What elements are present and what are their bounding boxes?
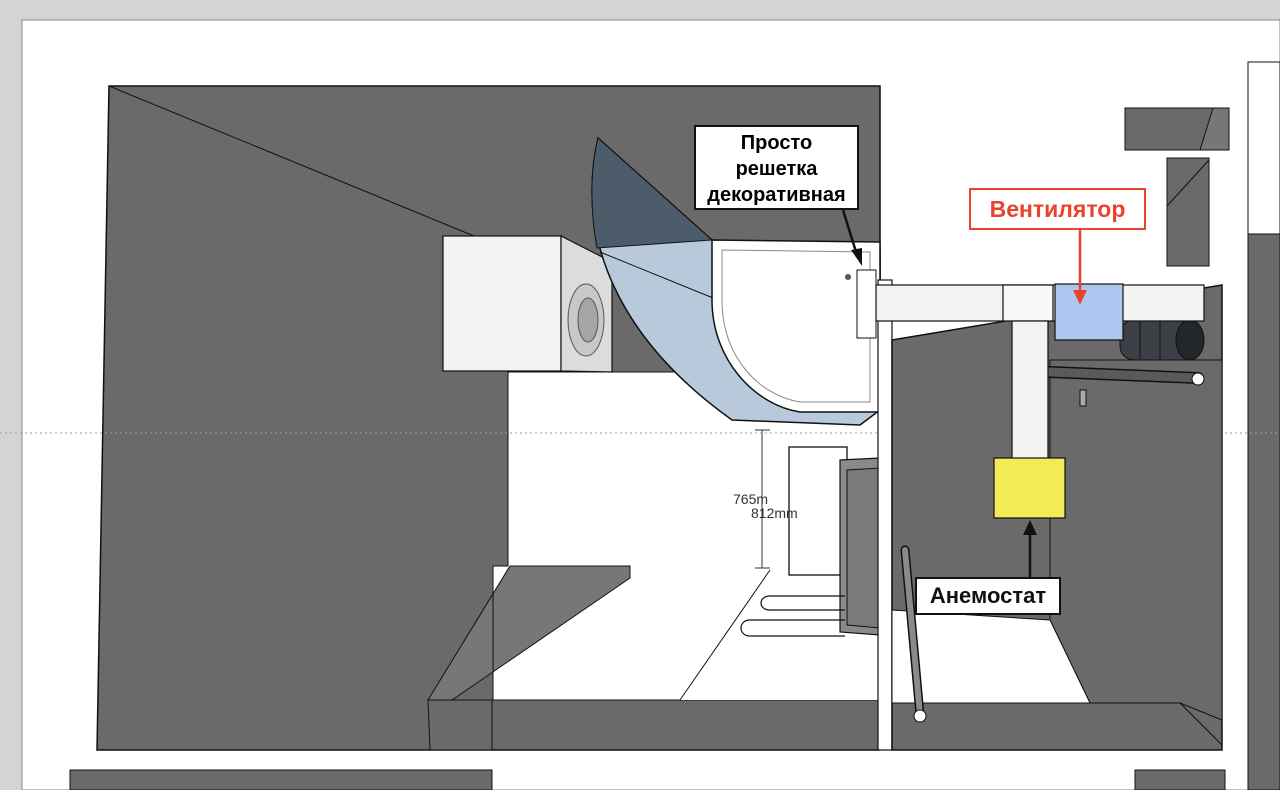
small-block-mid-edge [1166,159,1210,207]
floor-diag [679,569,771,701]
washing-machine-door-inner [577,297,599,343]
pipe-diagonal-inner [1045,367,1203,383]
washing-machine-front [442,235,562,372]
dimension-label-b: 812mm [751,505,798,521]
bench-top [427,565,631,701]
partition-wall [877,279,893,751]
anemostat-label: Анемостат [915,577,1061,615]
left-wall-edge [108,85,509,251]
toilet-panel-face [846,467,881,629]
grate-arrow-line [841,209,859,256]
pipe-end [1191,372,1205,386]
anemostat-arrow-head [1023,520,1037,535]
anemostat-unit [993,457,1066,519]
small-block-top-face [1199,107,1230,151]
toilet-cistern-back [788,446,848,576]
duct-vertical [1011,320,1049,460]
decorative-grate-label: Просто решетка декоративная [694,125,859,210]
decorative-grate [856,269,877,339]
bottom-wall-right [1134,769,1226,790]
grate-label-line-3: декоративная [707,184,846,206]
bench-side [427,699,493,751]
shower-tray-inner [721,249,871,403]
grate-label-line-1: Просто [740,132,813,154]
fan-arrow-head [1073,290,1087,305]
right-room-floor [1049,359,1223,721]
shower-drain [845,274,851,280]
heated-rail-1 [760,595,845,611]
heated-rail-2 [740,619,845,637]
grate-label-line-2: решетка [735,158,818,180]
bottom-wall-left [69,769,493,790]
flex-duct-end [1175,319,1205,361]
small-fitting [1079,389,1087,407]
grate-arrow-head [851,248,862,266]
fan-label: Вентилятор [969,188,1146,230]
duct-tee [1002,284,1054,322]
vertical-pipe-inner [902,547,923,718]
dimension-label-a: 765m [733,491,769,507]
shower-glass-edge [599,251,719,301]
small-block-mid [1166,157,1210,267]
right-edge-top [1247,61,1280,235]
shower-glass-dark [591,137,714,249]
vertical-pipe-end [913,709,927,723]
fan-unit [1054,283,1124,341]
right-room-edge [1179,702,1223,746]
